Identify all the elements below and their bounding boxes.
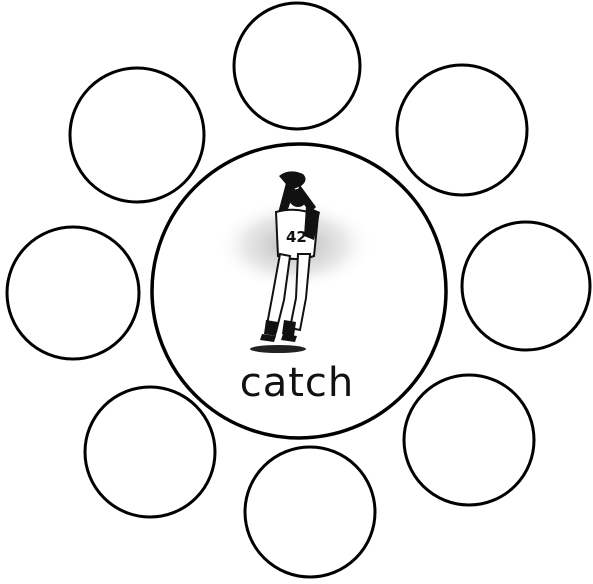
outer-circle-lower-left[interactable]	[85, 387, 215, 517]
outer-circle-upper-left[interactable]	[70, 68, 204, 202]
outer-circle-left[interactable]	[7, 227, 139, 359]
jersey-number: 42	[286, 228, 307, 246]
outer-circle-top[interactable]	[234, 3, 360, 129]
outer-circle-right[interactable]	[462, 222, 590, 350]
outer-circle-lower-right[interactable]	[404, 375, 534, 505]
center-word: catch	[240, 360, 355, 406]
outer-circle-upper-right[interactable]	[397, 65, 527, 195]
outer-circle-bottom[interactable]	[245, 447, 375, 577]
